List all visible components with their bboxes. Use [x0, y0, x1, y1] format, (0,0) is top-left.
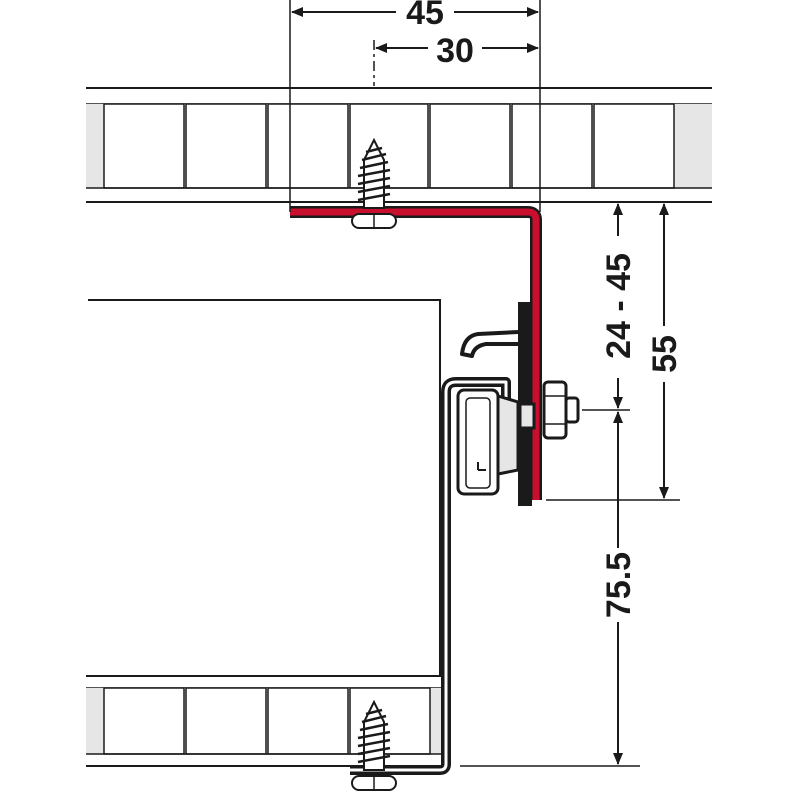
- dim-label-30: 30: [436, 32, 474, 70]
- front-panel-outline: [88, 299, 441, 676]
- dim-label-45: 45: [406, 0, 444, 32]
- wood-screw-icon: [351, 699, 397, 791]
- bottom-panel: [86, 675, 446, 767]
- dim-label-55: 55: [646, 335, 684, 373]
- wood-screw-icon: [351, 137, 397, 229]
- hook-clip: [460, 330, 519, 358]
- dim-label-24-45: 24 - 45: [600, 253, 638, 359]
- top-panel: [86, 87, 712, 206]
- adjuster-block: [456, 388, 520, 496]
- bolt-nut-icon: [518, 380, 580, 440]
- dim-label-75-5: 75.5: [600, 552, 638, 618]
